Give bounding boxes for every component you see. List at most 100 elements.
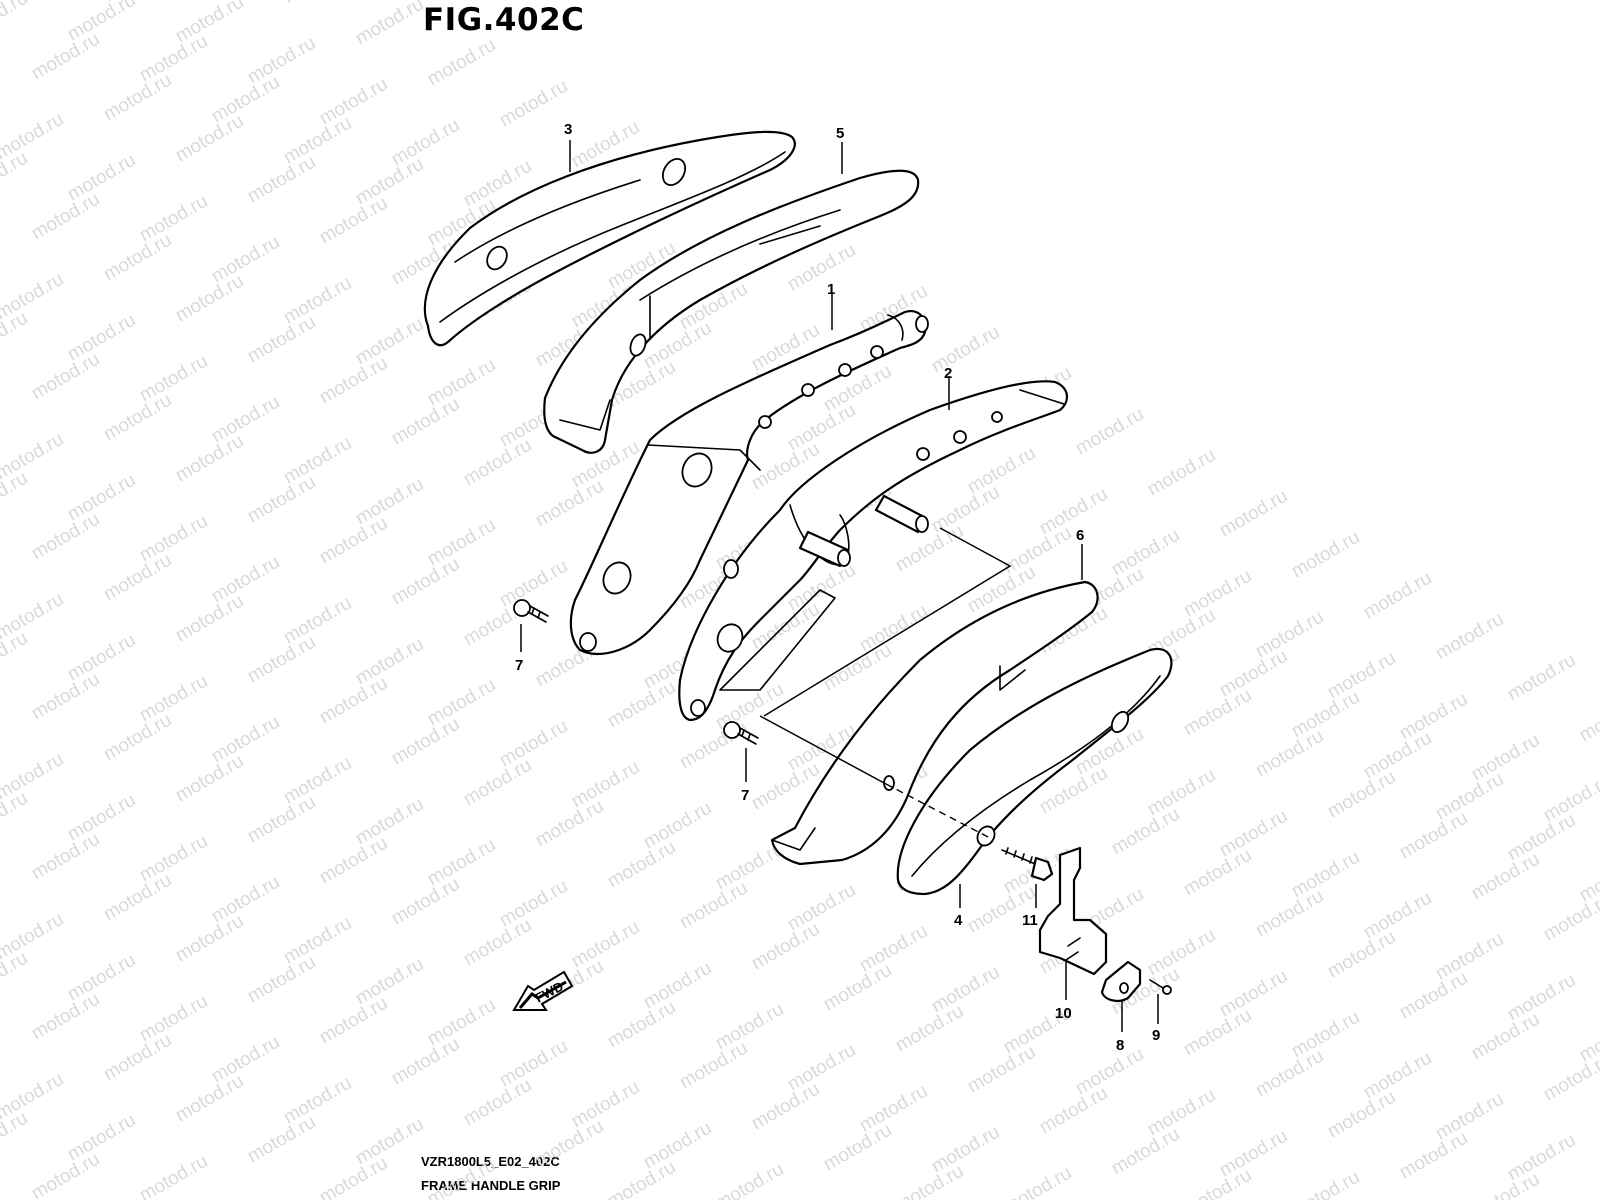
watermark-text: motod.ru [604,1157,679,1200]
watermark-text: motod.ru [1288,1167,1363,1200]
watermark-text: motod.ru [172,751,247,807]
watermark-text: motod.ru [1144,925,1219,981]
watermark-text: motod.ru [244,952,319,1008]
watermark-text: motod.ru [208,232,283,288]
watermark-text: motod.ru [316,193,391,249]
watermark-text: motod.ru [424,355,499,411]
watermark-text: motod.ru [172,1071,247,1127]
watermark-text: motod.ru [532,1116,607,1172]
watermark-text: motod.ru [0,1108,31,1164]
watermark-text: motod.ru [64,630,139,686]
callout-9: 9 [1152,1027,1160,1044]
part-10-bracket [1038,846,1108,976]
watermark-text: motod.ru [208,872,283,928]
figure-title: FIG.402C [423,2,585,38]
watermark-text: motod.ru [316,353,391,409]
watermark-text: motod.ru [856,601,931,657]
callout-4: 4 [954,912,963,929]
watermark-text: motod.ru [28,989,103,1045]
watermark-text: motod.ru [1288,847,1363,903]
watermark-text: motod.ru [64,950,139,1006]
watermark-text: motod.ru [0,628,31,684]
watermark-text: motod.ru [928,1122,1003,1178]
fwd-arrow-icon: FWD [512,970,574,1011]
watermark-text: motod.ru [1252,1046,1327,1102]
watermark-text: motod.ru [0,948,31,1004]
watermark-text: motod.ru [100,70,175,126]
watermark-text: motod.ru [964,443,1039,499]
watermark-text: motod.ru [388,714,463,770]
watermark-text: motod.ru [1180,566,1255,622]
watermark-text: motod.ru [856,1081,931,1137]
watermark-text: motod.ru [316,993,391,1049]
watermark-text: motod.ru [676,1038,751,1094]
watermark-text: motod.ru [820,640,895,696]
watermark-text: motod.ru [496,76,571,132]
watermark-text: motod.ru [892,1161,967,1200]
watermark-text: motod.ru [1108,804,1183,860]
watermark-text: motod.ru [1144,765,1219,821]
part-5-grip-base-upper [543,169,920,454]
watermark-text: motod.ru [244,1112,319,1168]
watermark-text: motod.ru [28,349,103,405]
watermark-text: motod.ru [280,593,355,649]
watermark-text: motod.ru [1540,890,1600,946]
watermark-text: motod.ru [640,1118,715,1174]
watermark-text: motod.ru [1324,927,1399,983]
watermark-text: motod.ru [604,837,679,893]
diagram-name: FRAME HANDLE GRIP [421,1178,561,1193]
callout-10: 10 [1055,1005,1072,1022]
watermark-text: motod.ru [784,1040,859,1096]
watermark-text: motod.ru [604,677,679,733]
watermark-text: motod.ru [1072,1044,1147,1100]
watermark-text: motod.ru [172,591,247,647]
watermark-text: motod.ru [388,554,463,610]
watermark-text: motod.ru [424,995,499,1051]
callout-3: 3 [564,121,572,138]
callout-2: 2 [944,365,952,382]
watermark-text: motod.ru [64,150,139,206]
watermark-text: motod.ru [1504,650,1579,706]
watermark-text: motod.ru [208,712,283,768]
watermark-text: motod.ru [352,314,427,370]
watermark-text: motod.ru [820,1120,895,1176]
watermark-text: motod.ru [0,468,31,524]
watermark-text: motod.ru [460,755,535,811]
watermark-text: motod.ru [1432,769,1507,825]
watermark-text: motod.ru [676,718,751,774]
part-7-screw-upper [513,599,549,623]
watermark-text: motod.ru [280,913,355,969]
watermark-text: motod.ru [0,0,31,43]
watermark-text: motod.ru [496,1036,571,1092]
part-6-grip-base-lower [770,580,1099,866]
watermark-text: motod.ru [928,322,1003,378]
watermark-text: motod.ru [424,515,499,571]
watermark-text: motod.ru [244,33,319,89]
leader-lines [520,140,1159,1032]
watermark-text: motod.ru [1216,1126,1291,1182]
watermark-text: motod.ru [1504,1130,1579,1186]
watermark-text: motod.ru [208,1032,283,1088]
watermark-text: motod.ru [1180,1005,1255,1061]
watermark-text: motod.ru [1432,929,1507,985]
watermark-text: motod.ru [424,35,499,91]
watermark-text: motod.ru [1432,609,1507,665]
watermark-text: motod.ru [388,115,463,171]
watermark-text: motod.ru [1324,767,1399,823]
watermark-text: motod.ru [316,673,391,729]
callout-1: 1 [827,281,835,298]
watermark-text: motod.ru [784,400,859,456]
callout-6: 6 [1076,527,1084,544]
watermark-text: motod.ru [64,310,139,366]
watermark-text: motod.ru [1000,1163,1075,1200]
watermark-text: motod.ru [1396,968,1471,1024]
watermark-text: motod.ru [1180,845,1255,901]
callout-8: 8 [1116,1037,1124,1054]
watermark-text: motod.ru [1576,691,1600,747]
watermark-text: motod.ru [784,880,859,936]
watermark-text: motod.ru [316,833,391,889]
watermark-text: motod.ru [568,1077,643,1133]
watermark-text: motod.ru [172,911,247,967]
